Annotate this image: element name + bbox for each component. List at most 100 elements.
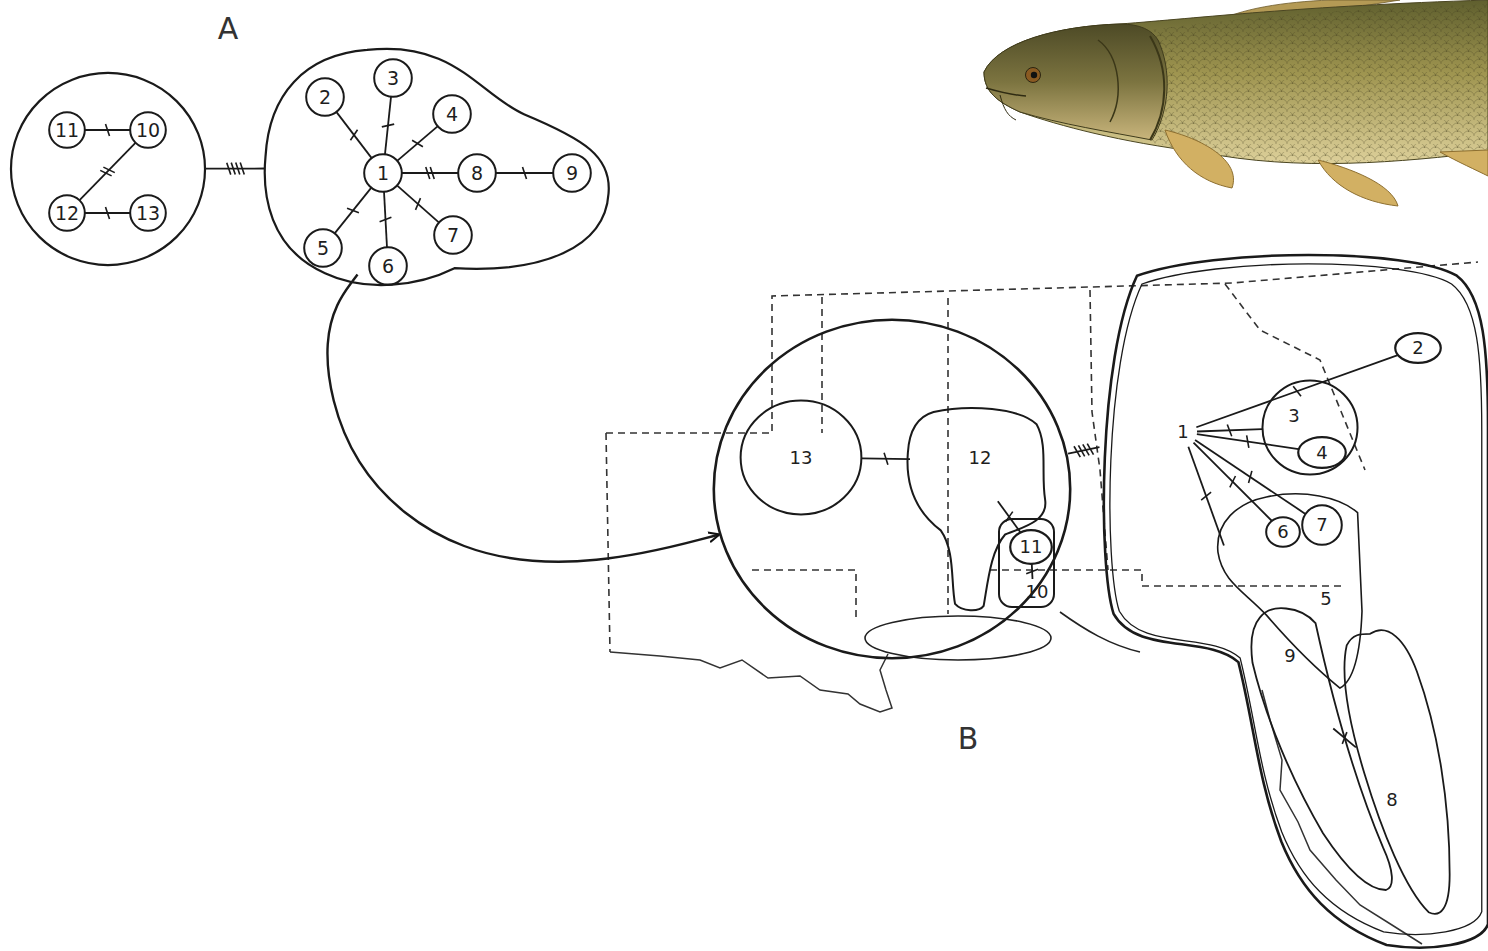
node-outline [1335, 628, 1452, 918]
haplotype-number: 9 [1284, 646, 1295, 666]
haplotype-number: 3 [387, 68, 399, 89]
haplotype-circle: 13 [130, 195, 166, 231]
haplotype-circle: 12 [49, 195, 85, 231]
mutation-tick [1026, 569, 1038, 574]
haplotype-number: 12 [55, 203, 79, 224]
haplotype-number: 7 [1316, 515, 1327, 535]
coastline [610, 652, 1422, 944]
haplotype-range: 4 [1298, 437, 1346, 468]
mutation-tick [380, 217, 392, 222]
haplotype-range: 10 11 [998, 518, 1055, 608]
state-borders [606, 262, 1478, 652]
haplotype-number: 8 [1386, 790, 1397, 810]
mutation-tick [106, 124, 110, 136]
network-link [397, 126, 437, 160]
haplotype-range: 6 [1266, 517, 1300, 547]
haplotype-hub: 1 [1172, 419, 1194, 445]
fish-illustration [984, 0, 1488, 206]
haplotype-number: 2 [1412, 338, 1423, 358]
haplotype-circle: 6 [369, 247, 407, 285]
haplotype-number: 13 [136, 203, 160, 224]
range-outline [865, 612, 1140, 660]
haplotype-number: 6 [1277, 522, 1288, 542]
haplotype-circle: 3 [374, 59, 412, 97]
haplotype-circle: 1 [364, 154, 402, 192]
node-outline [10, 72, 206, 266]
range-circle: 13 12 10 11 [712, 318, 1072, 660]
haplotype-number: 11 [55, 120, 79, 141]
mutation-tick [227, 163, 231, 175]
range-outline: 1 2 34 5 6 7 9 8 [1098, 255, 1488, 945]
mutation-tick [240, 163, 244, 175]
haplogroup-circle: 11 10 12 13 [10, 72, 206, 266]
haplotype-range: 11 [1010, 530, 1052, 564]
panel-letter: B [958, 721, 979, 756]
mutation-tick [884, 453, 888, 465]
network-link [1197, 434, 1299, 449]
mutation-tick [236, 163, 240, 175]
mutation-tick [382, 124, 394, 127]
network-link [1194, 443, 1272, 521]
network-link [80, 143, 136, 200]
network-link [335, 188, 371, 233]
haplotype-number: 12 [969, 448, 992, 468]
network-link [1195, 440, 1305, 514]
network-link [206, 168, 265, 170]
mutation-tick [347, 208, 359, 212]
network-link [998, 501, 1021, 532]
mutation-tick [1087, 444, 1093, 455]
haplotype-circle: 11 [49, 112, 85, 148]
haplotype-number: 4 [446, 104, 458, 125]
haplotype-number: 5 [1320, 589, 1331, 609]
haplotype-circle: 5 [304, 229, 342, 267]
network-link [1068, 447, 1099, 453]
mutation-tick [1005, 512, 1012, 522]
mutation-tick [1201, 492, 1211, 500]
haplotype-number: 7 [447, 225, 459, 246]
haplotype-number: 8 [471, 163, 483, 184]
haplotype-circle: 4 [433, 95, 471, 133]
mutation-tick [1230, 476, 1236, 487]
haplotype-number: 3 [1288, 406, 1299, 426]
mutation-tick [523, 167, 527, 179]
haplotype-number: 1 [1177, 422, 1188, 442]
network-link [337, 112, 372, 158]
mutation-tick [426, 167, 430, 179]
mutation-tick [416, 198, 421, 210]
haplotype-number: 13 [790, 448, 813, 468]
haplotype-number: 2 [319, 87, 331, 108]
network-link [397, 186, 439, 223]
mutation-tick [106, 207, 110, 219]
haplotype-circle: 8 [458, 154, 496, 192]
mutation-tick [1249, 471, 1252, 483]
haplotype-number: 10 [136, 120, 160, 141]
haplotype-range: 13 [740, 400, 862, 515]
haplotype-circle: 10 [130, 112, 166, 148]
node-outline [1248, 606, 1398, 890]
map-arrow [327, 274, 718, 561]
haplotype-number: 1 [377, 163, 389, 184]
node-outline [712, 318, 1072, 660]
mutation-tick [1227, 424, 1231, 436]
haplotype-number: 11 [1020, 537, 1043, 557]
mutation-tick [103, 167, 114, 173]
haplotype-number: 10 [1026, 582, 1049, 602]
haplotype-number: 4 [1316, 443, 1327, 463]
haplotype-circle: 9 [553, 154, 591, 192]
haplotype-number: 9 [566, 163, 578, 184]
mutation-tick [231, 163, 235, 175]
haplotype-number: 6 [382, 256, 394, 277]
mutation-tick [1247, 435, 1249, 447]
mutation-tick [412, 140, 423, 147]
haplotype-range: 8 [1335, 628, 1452, 918]
network-link [402, 172, 458, 174]
network-link [1188, 447, 1224, 546]
haplotype-circle: 2 [306, 78, 344, 116]
haplotype-number: 5 [317, 238, 329, 259]
haplotype-range: 2 [1395, 333, 1441, 363]
panel-letter: A [218, 11, 239, 46]
node-outline [1098, 255, 1488, 945]
mutation-tick [430, 167, 434, 179]
haplotype-range: 34 [1262, 380, 1358, 475]
